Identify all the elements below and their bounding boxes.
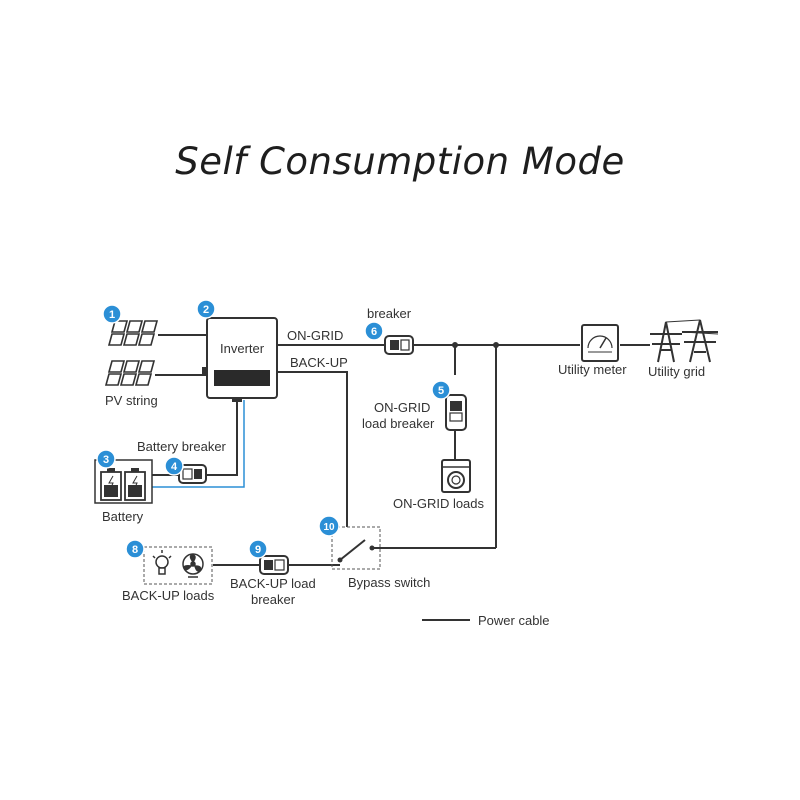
badge-1: 1 (102, 304, 122, 324)
fan-icon (182, 553, 204, 578)
svg-text:4: 4 (171, 461, 178, 473)
badge-6: 6 (364, 321, 384, 341)
badge-10: 10 (318, 515, 340, 537)
back-up-load-breaker-label-1: BACK-UP load (230, 576, 316, 591)
utility-grid-label: Utility grid (648, 364, 705, 379)
badge-8: 8 (125, 539, 145, 559)
bypass-switch-label: Bypass switch (348, 575, 430, 590)
on-grid-load-breaker-icon (445, 394, 467, 431)
badge-9: 9 (248, 539, 268, 559)
badge-2: 2 (196, 299, 216, 319)
back-up-label: BACK-UP (290, 355, 348, 370)
utility-meter-label: Utility meter (558, 362, 627, 377)
light-bulb-icon (152, 550, 172, 575)
badge-5: 5 (431, 380, 451, 400)
junction-dot (452, 342, 458, 348)
back-up-loads-label: BACK-UP loads (122, 588, 215, 603)
on-grid-loads-label: ON-GRID loads (393, 496, 485, 511)
svg-text:3: 3 (103, 454, 109, 466)
inverter-label: Inverter (220, 341, 265, 356)
back-up-load-breaker-icon (259, 555, 289, 575)
svg-text:10: 10 (323, 522, 335, 533)
svg-text:9: 9 (255, 544, 261, 556)
svg-text:1: 1 (109, 309, 115, 321)
svg-text:8: 8 (132, 544, 138, 556)
transmission-tower-icon (650, 319, 719, 363)
diagram-title: Self Consumption Mode (175, 140, 625, 183)
pv-string-label: PV string (105, 393, 158, 408)
bypass-switch-icon (331, 526, 381, 570)
junction-dot (493, 342, 499, 348)
svg-text:6: 6 (371, 326, 377, 338)
on-grid-label: ON-GRID (287, 328, 343, 343)
power-cables (152, 334, 650, 621)
on-grid-load-breaker-label-2: load breaker (362, 416, 435, 431)
badge-3: 3 (96, 449, 116, 469)
legend-power-cable-label: Power cable (478, 613, 550, 628)
svg-text:5: 5 (438, 385, 444, 397)
back-up-loads-box (143, 546, 213, 585)
breaker-icon (384, 335, 414, 355)
on-grid-load-breaker-label-1: ON-GRID (374, 400, 430, 415)
svg-text:2: 2 (203, 304, 209, 316)
breaker-label: breaker (367, 306, 412, 321)
washing-machine-icon (441, 459, 471, 493)
back-up-load-breaker-label-2: breaker (251, 592, 296, 607)
utility-meter-icon (581, 324, 619, 362)
pv-panel-icon (104, 320, 159, 386)
battery-label: Battery (102, 509, 144, 524)
battery-cable (152, 400, 245, 488)
inverter-icon (202, 317, 278, 402)
battery-breaker-label: Battery breaker (137, 439, 227, 454)
badge-4: 4 (164, 456, 184, 476)
